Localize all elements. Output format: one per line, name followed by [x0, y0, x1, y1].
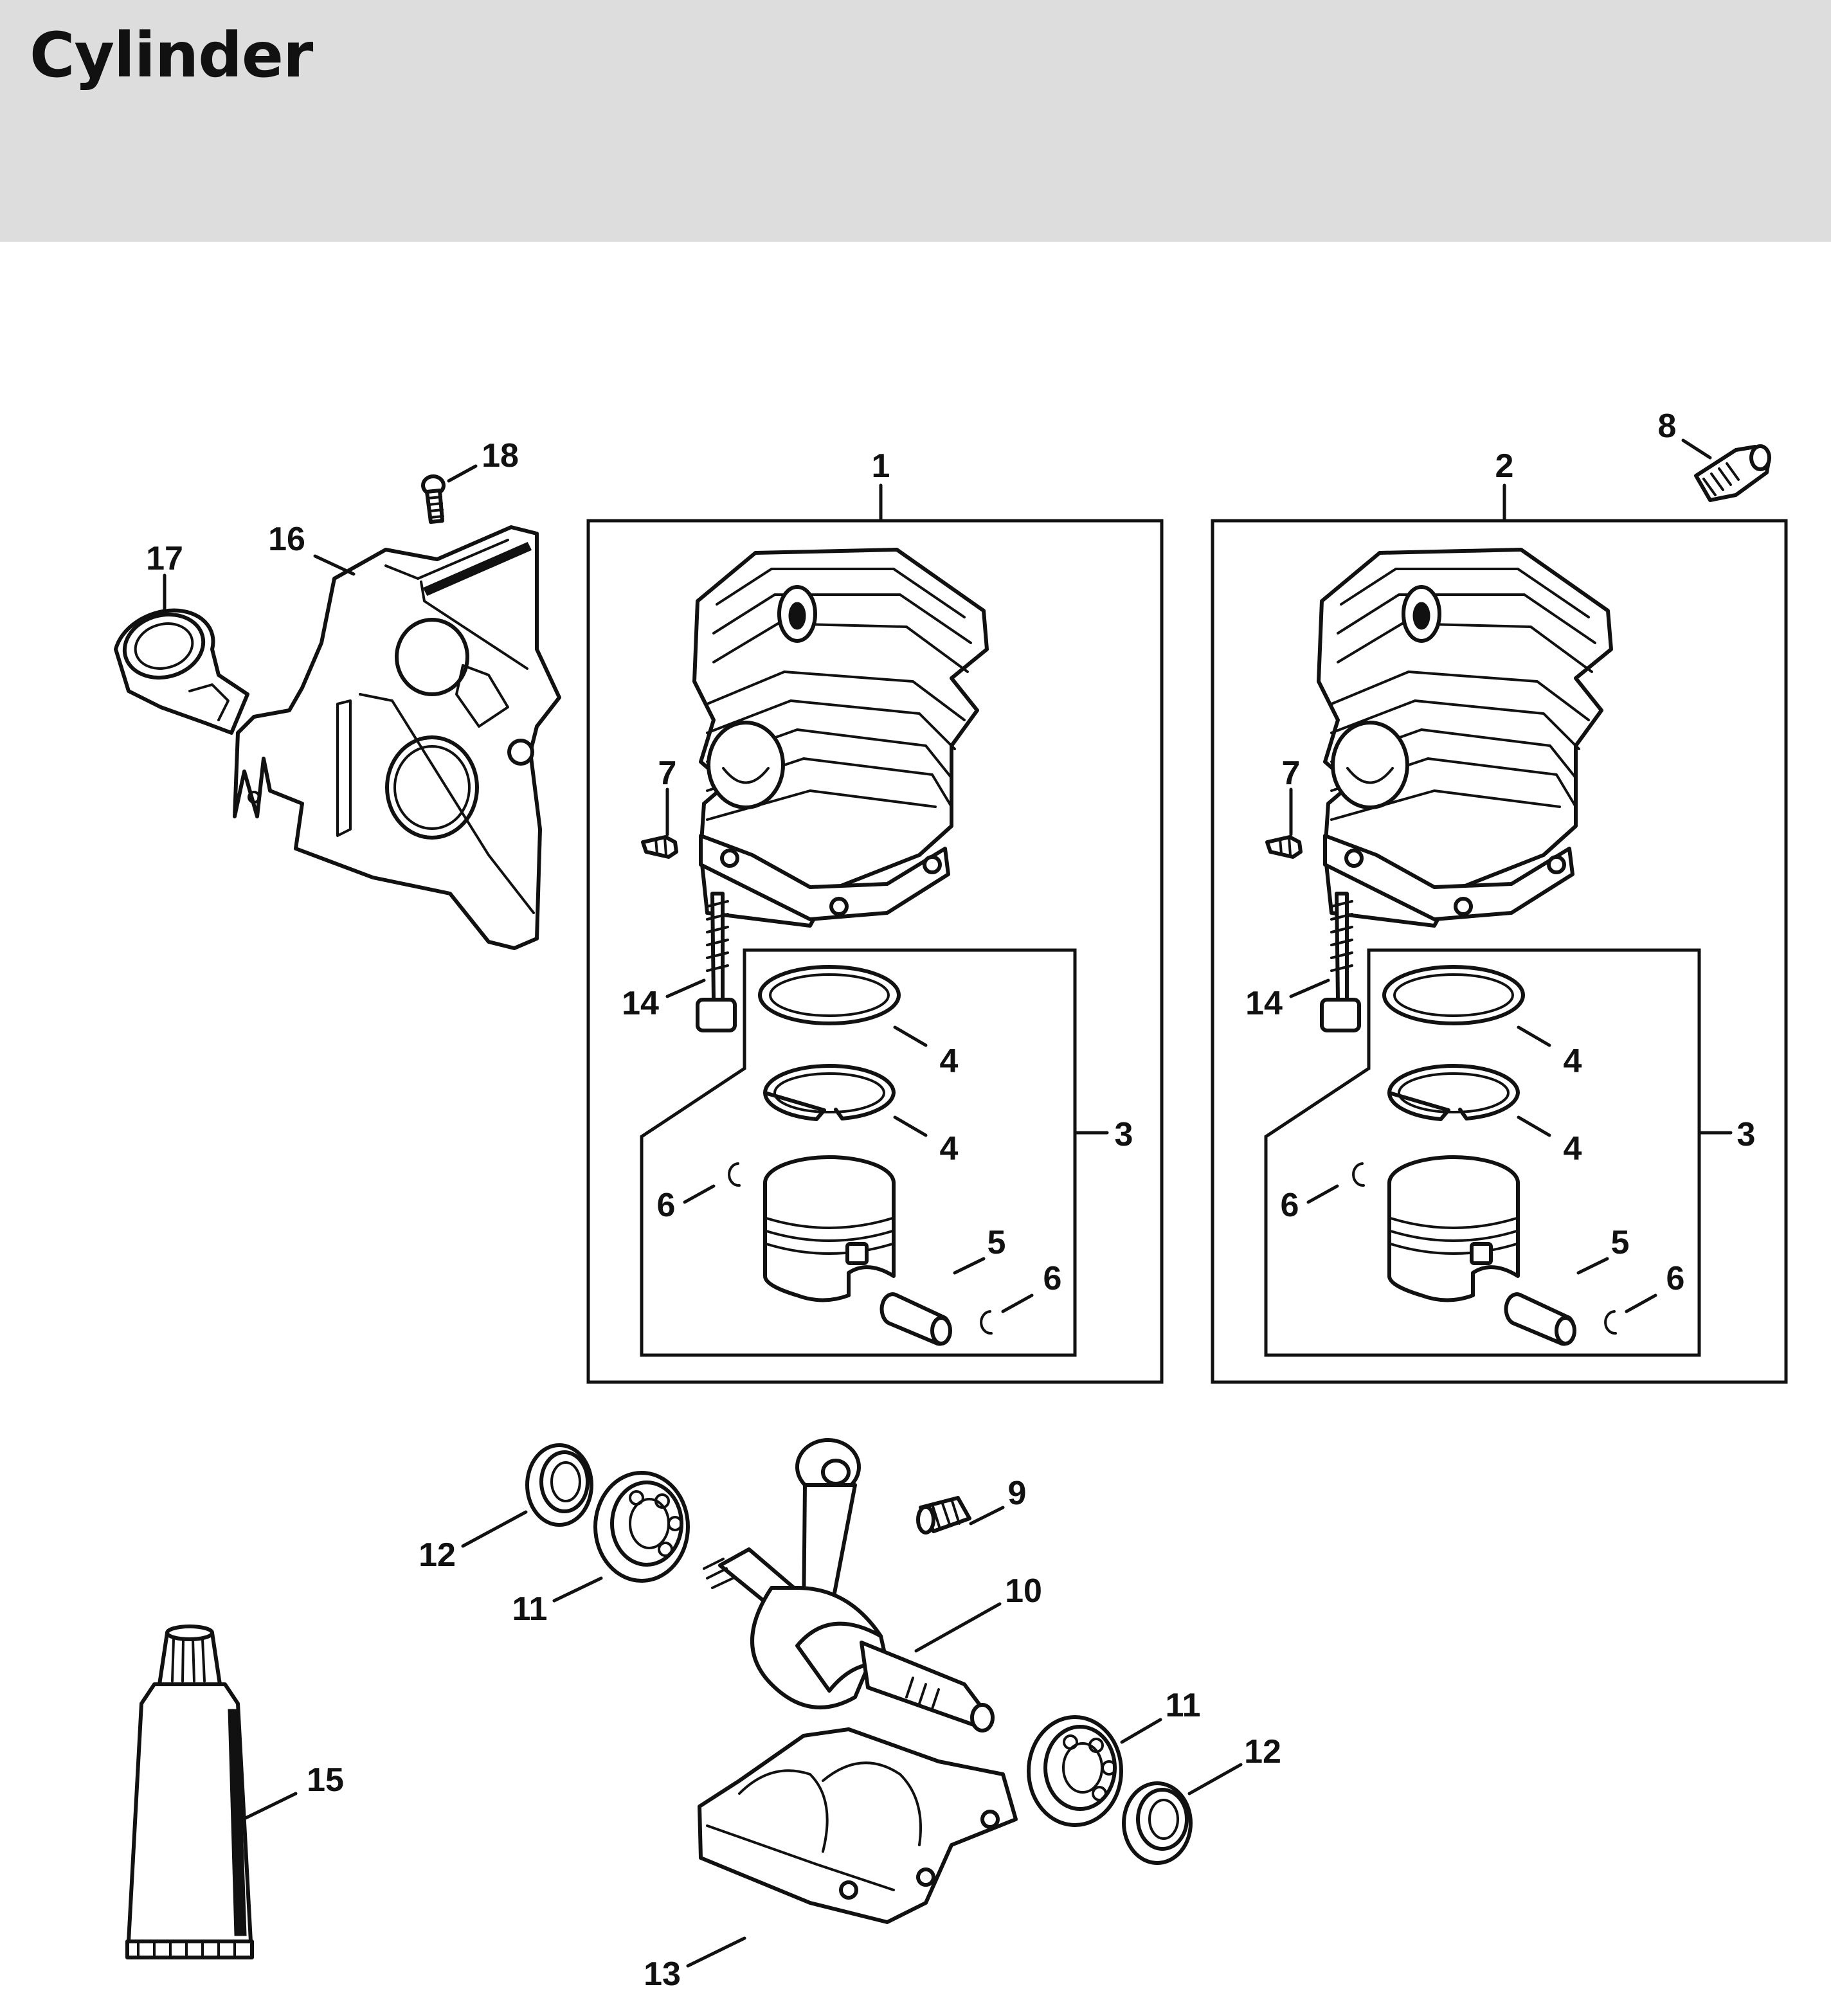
callout-12-lower: 12	[1244, 1733, 1281, 1770]
callout-4-left-upper: 4	[940, 1043, 959, 1080]
callout-7-left: 7	[658, 755, 677, 792]
kit-box-1	[586, 519, 1164, 1384]
callout-13: 13	[644, 1956, 681, 1993]
callout-17: 17	[146, 540, 183, 577]
callout-5-left: 5	[988, 1224, 1006, 1261]
page-title: Cylinder	[30, 19, 313, 91]
cover-part-17	[114, 608, 249, 735]
callout-12-upper: 12	[419, 1536, 456, 1574]
ball-bearing-part-11-lower	[1027, 1715, 1123, 1827]
callout-6-left-upper: 6	[657, 1187, 676, 1224]
callout-5-right: 5	[1611, 1224, 1630, 1261]
piston-kit-box-2	[1264, 948, 1701, 1357]
oil-seal-part-12-lower	[1122, 1781, 1193, 1865]
callout-labels: 1 2 8 18 16 17 7 7 14 14 4 4 4 4 3 3 6 6…	[146, 408, 1755, 1993]
callout-14-right: 14	[1245, 985, 1283, 1022]
callout-10: 10	[1005, 1572, 1042, 1610]
piston-kit-box-1	[640, 948, 1077, 1357]
callout-8: 8	[1658, 408, 1677, 445]
callout-4-left-lower: 4	[940, 1130, 959, 1167]
kit-box-2	[1211, 519, 1788, 1384]
callout-3-left: 3	[1115, 1116, 1133, 1153]
callout-15: 15	[307, 1761, 344, 1799]
crankcase-part-13	[698, 1727, 1018, 1924]
fitting-part-8	[1694, 444, 1771, 502]
callout-6-left-lower: 6	[1043, 1260, 1062, 1297]
callout-16: 16	[268, 521, 305, 558]
callout-11-upper: 11	[512, 1590, 548, 1628]
oil-seal-part-12-upper	[525, 1443, 593, 1527]
callout-2: 2	[1495, 447, 1514, 485]
callout-18: 18	[482, 437, 519, 474]
cylinder-drawing-1	[694, 550, 987, 926]
screw-part-18	[421, 474, 446, 524]
leader-lines	[163, 438, 1733, 1968]
callout-1: 1	[872, 447, 890, 485]
crankshaft-part-10	[703, 1438, 995, 1733]
callout-11-lower: 11	[1166, 1687, 1201, 1724]
callout-6-right-upper: 6	[1281, 1187, 1299, 1224]
ball-bearing-part-11-upper	[593, 1471, 690, 1583]
needle-cage-part-9	[916, 1496, 971, 1534]
callout-4-right-lower: 4	[1564, 1130, 1582, 1167]
grease-tube-part-15	[125, 1625, 254, 1959]
callout-3-right: 3	[1737, 1116, 1756, 1153]
callout-9: 9	[1008, 1475, 1027, 1512]
callout-4-right-upper: 4	[1564, 1043, 1582, 1080]
sprocket-cover-part-16	[233, 525, 561, 950]
page-header: Cylinder	[0, 0, 1831, 242]
callout-6-right-lower: 6	[1666, 1260, 1685, 1297]
callout-7-right: 7	[1282, 755, 1301, 792]
cylinder-drawing-2	[1319, 550, 1611, 926]
callout-14-left: 14	[622, 985, 659, 1022]
